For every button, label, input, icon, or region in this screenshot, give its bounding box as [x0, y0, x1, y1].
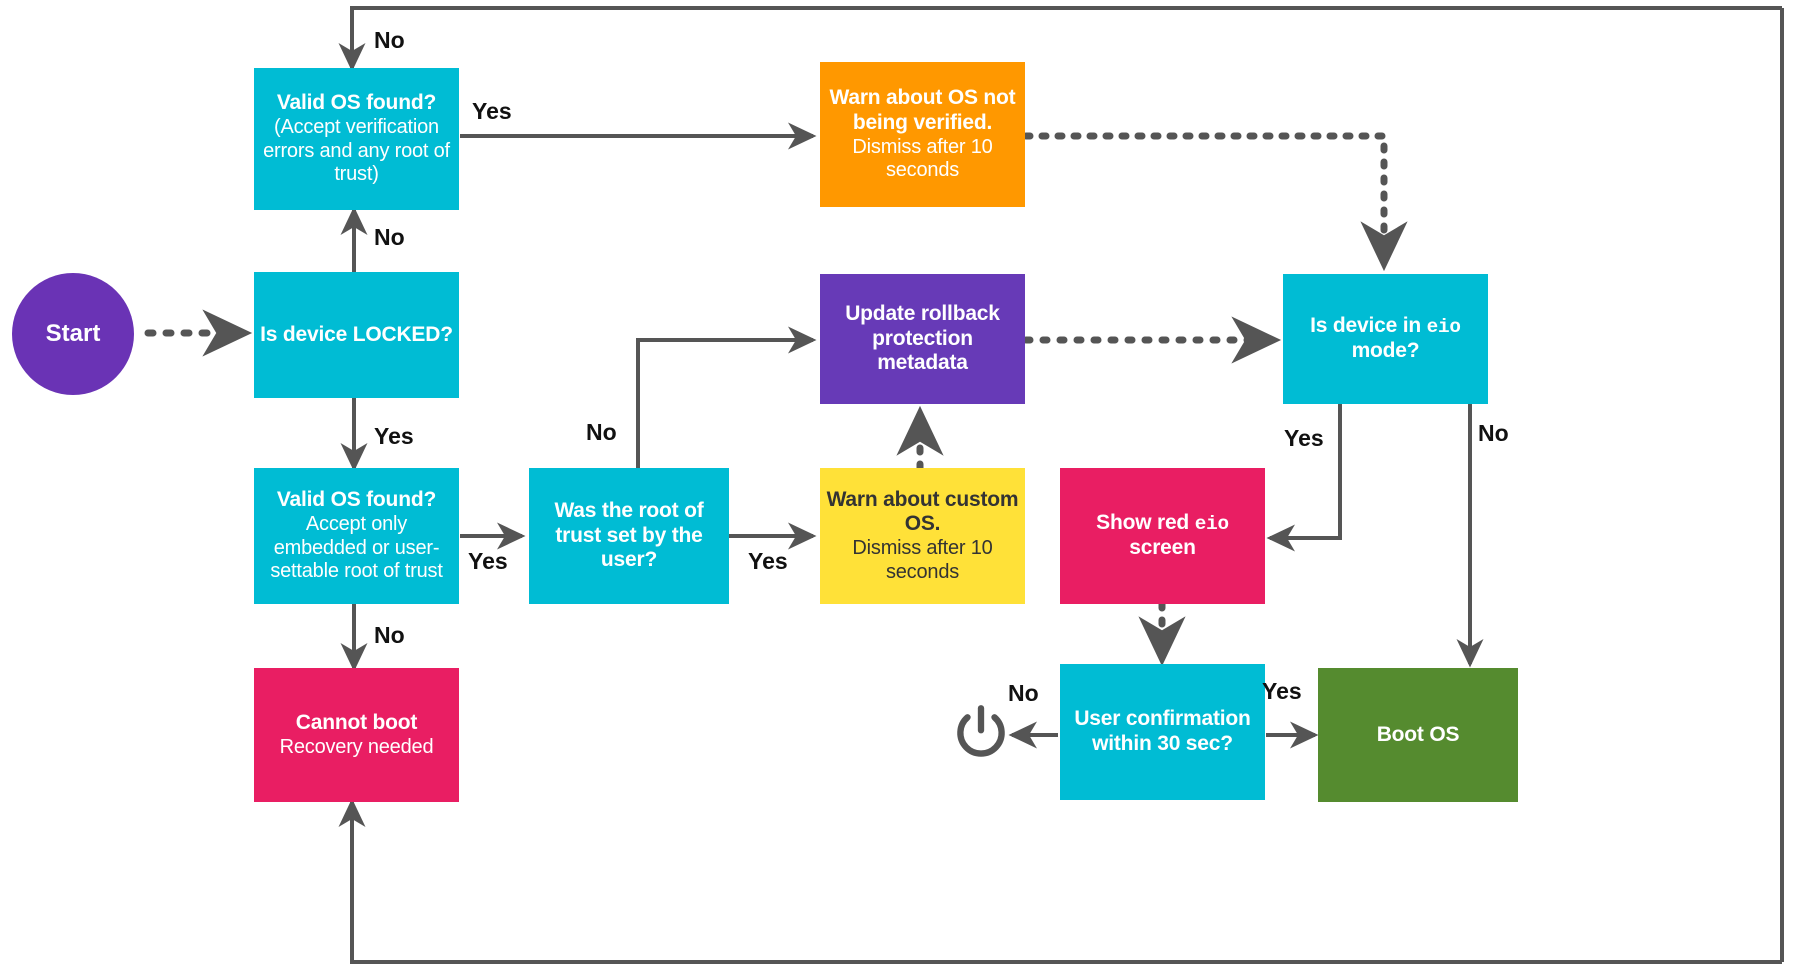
node-subtitle: Recovery needed [279, 735, 434, 758]
edge-label-no-root-of-trust: No [586, 419, 617, 445]
start-node[interactable]: Start [12, 273, 134, 395]
edge-label-no-user-confirm: No [1008, 680, 1039, 706]
node-user-confirmation[interactable]: User confirmation within 30 sec? [1060, 664, 1265, 800]
edge-label-yes-valid-os: Yes [468, 548, 508, 574]
edge-label-yes-root-of-trust: Yes [748, 548, 788, 574]
node-subtitle: (Accept verification errors and any root… [263, 115, 450, 186]
edge-label-yes-unlocked-warn: Yes [472, 98, 512, 124]
node-title-part-2: mode? [1351, 339, 1420, 362]
edge-label-yes-locked: Yes [374, 423, 414, 449]
edge-label-yes-eio: Yes [1284, 425, 1324, 451]
edge-label-no-eio: No [1478, 420, 1509, 446]
node-title-part-1: Show red [1096, 511, 1195, 535]
node-title-part-2: screen [1129, 536, 1196, 559]
power-off-icon [948, 700, 1014, 766]
node-title: Is device in eio mode? [1289, 314, 1482, 364]
node-title: Show red eio screen [1066, 511, 1259, 561]
node-title: Was the root of trust set by the user? [554, 498, 704, 572]
node-title: User confirmation within 30 sec? [1074, 707, 1251, 755]
node-title: Warn about OS not being verified. [829, 86, 1016, 134]
node-title: Boot OS [1376, 722, 1460, 746]
node-title: Warn about custom OS. [826, 487, 1019, 536]
node-boot-os[interactable]: Boot OS [1318, 668, 1518, 802]
node-cannot-boot[interactable]: Cannot boot Recovery needed [254, 668, 459, 802]
node-warn-custom-os[interactable]: Warn about custom OS. Dismiss after 10 s… [820, 468, 1025, 604]
node-valid-os-locked[interactable]: Valid OS found? Accept only embedded or … [254, 468, 459, 604]
node-update-rollback[interactable]: Update rollback protection metadata [820, 274, 1025, 404]
edge-label-no-valid-os-locked: No [374, 622, 405, 648]
node-title-code: eio [1194, 513, 1229, 536]
node-valid-os-unlocked[interactable]: Valid OS found? (Accept verification err… [254, 68, 459, 210]
node-title: Valid OS found? [276, 91, 437, 115]
node-title-code: eio [1426, 316, 1461, 339]
node-title-part-1: Is device in [1310, 314, 1427, 338]
node-title: Valid OS found? [276, 488, 437, 512]
node-is-device-locked[interactable]: Is device LOCKED? [254, 272, 459, 398]
node-is-device-eio[interactable]: Is device in eio mode? [1283, 274, 1488, 404]
edge-label-yes-user-confirm: Yes [1262, 678, 1302, 704]
node-title: Is device LOCKED? [260, 322, 453, 346]
node-root-of-trust-user[interactable]: Was the root of trust set by the user? [529, 468, 729, 604]
node-title: Update rollback protection metadata [845, 301, 1000, 375]
node-subtitle: Dismiss after 10 seconds [852, 537, 993, 583]
start-label: Start [45, 320, 101, 347]
edge-label-no-top-loop: No [374, 27, 405, 53]
node-title: Cannot boot [295, 710, 418, 734]
node-warn-os-not-verified[interactable]: Warn about OS not being verified. Dismis… [820, 62, 1025, 207]
node-subtitle: Dismiss after 10 seconds [852, 135, 993, 182]
edge-label-no-unlocked: No [374, 224, 405, 250]
node-show-red-eio[interactable]: Show red eio screen [1060, 468, 1265, 604]
node-subtitle: Accept only embedded or user-settable ro… [270, 512, 443, 583]
